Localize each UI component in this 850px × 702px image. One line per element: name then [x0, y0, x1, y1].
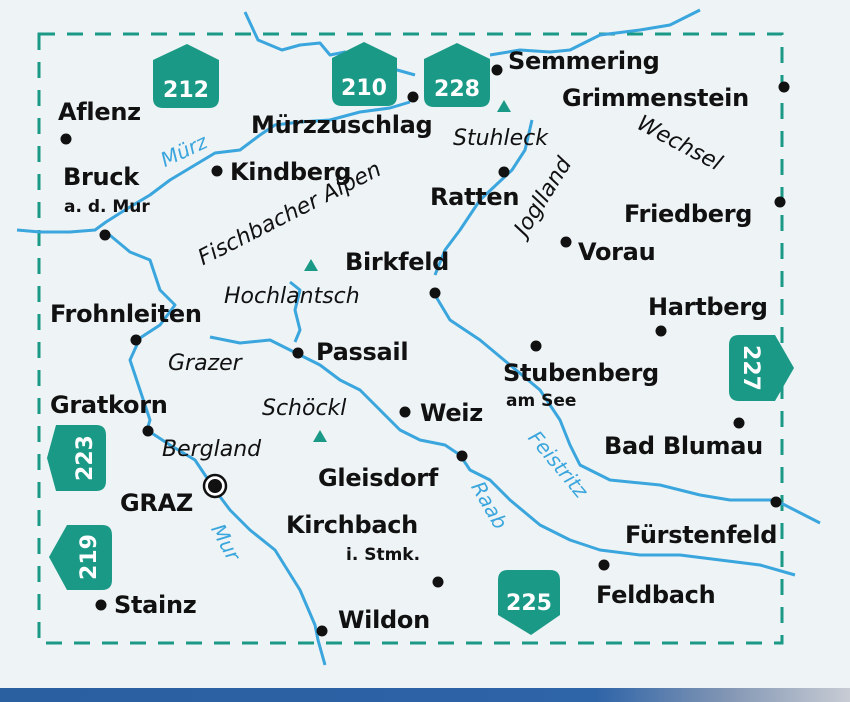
- badge-225[interactable]: 225: [498, 570, 560, 635]
- badge-225-label: 225: [506, 591, 552, 616]
- badge-210[interactable]: 210: [332, 42, 397, 106]
- dot-ratten: [498, 166, 510, 178]
- dot-wildon: [316, 625, 328, 637]
- dot-friedberg: [774, 196, 786, 208]
- region-stuhleck: Stuhleck: [453, 126, 548, 151]
- town-graz: GRAZ: [120, 489, 193, 517]
- town-kirchbach-sub: i. Stmk.: [346, 545, 421, 565]
- town-bad-blumau: Bad Blumau: [604, 432, 763, 460]
- badge-210-label: 210: [341, 76, 387, 101]
- dot-feldbach: [598, 559, 610, 571]
- town-ratten: Ratten: [430, 183, 520, 211]
- badge-228[interactable]: 228: [424, 43, 490, 107]
- town-bruck-sub: a. d. Mur: [64, 197, 150, 217]
- peak-hochlantsch-icon: [304, 259, 318, 271]
- badge-219[interactable]: 219: [49, 525, 112, 590]
- region-schoeckl: Schöckl: [262, 396, 347, 421]
- peak-stuhleck-icon: [497, 100, 511, 112]
- dot-kindberg: [211, 165, 223, 177]
- town-gratkorn: Gratkorn: [50, 391, 168, 419]
- town-feldbach: Feldbach: [596, 581, 716, 609]
- dot-kirchbach: [432, 576, 444, 588]
- town-dots: [60, 64, 790, 637]
- river-ratten: [433, 119, 534, 276]
- town-kirchbach: Kirchbach: [286, 511, 418, 539]
- river-hochlantsch: [289, 280, 302, 343]
- dot-semmering: [491, 64, 503, 76]
- river-feistritz: [433, 294, 821, 525]
- town-gleisdorf: Gleisdorf: [318, 464, 438, 492]
- dot-birkfeld: [429, 287, 441, 299]
- dot-aflenz: [60, 133, 72, 145]
- dot-fuerstenfeld: [770, 496, 782, 508]
- town-hartberg: Hartberg: [648, 293, 768, 321]
- badge-228-label: 228: [434, 77, 480, 102]
- cover-bottom-band: [0, 688, 850, 702]
- town-vorau: Vorau: [578, 238, 656, 266]
- river-mur: [105, 230, 327, 666]
- badge-219-label: 219: [77, 534, 102, 580]
- town-stubenberg: Stubenberg: [503, 359, 659, 387]
- dot-gleisdorf: [456, 450, 468, 462]
- town-muerzzuschlag: Mürzzuschlag: [251, 111, 433, 139]
- town-stainz: Stainz: [114, 591, 197, 619]
- dot-hartberg: [655, 325, 667, 337]
- town-aflenz: Aflenz: [58, 98, 141, 126]
- town-frohnleiten: Frohnleiten: [50, 300, 202, 328]
- town-friedberg: Friedberg: [624, 200, 753, 228]
- dot-weiz: [399, 406, 411, 418]
- town-stubenberg-sub: am See: [506, 391, 577, 411]
- dot-passail: [292, 347, 304, 359]
- town-weiz: Weiz: [420, 399, 483, 427]
- river-semmering: [489, 8, 701, 57]
- dot-bad-blumau: [733, 417, 745, 429]
- dot-frohnleiten: [130, 334, 142, 346]
- dot-bruck: [99, 229, 111, 241]
- town-semmering: Semmering: [508, 47, 660, 75]
- region-bergland: Bergland: [162, 437, 262, 462]
- peak-schoeckl-icon: [313, 430, 327, 442]
- region-hochlantsch: Hochlantsch: [224, 284, 360, 309]
- region-grazer: Grazer: [168, 351, 242, 376]
- town-wildon: Wildon: [338, 606, 430, 634]
- capital-graz-icon: [202, 473, 228, 499]
- town-kindberg: Kindberg: [230, 158, 352, 186]
- town-bruck: Bruck: [63, 163, 139, 191]
- badge-227[interactable]: 227: [729, 335, 794, 401]
- map-frame-dashed-border: [37, 32, 784, 645]
- town-grimmenstein: Grimmenstein: [562, 84, 749, 112]
- badge-223-label: 223: [73, 435, 98, 481]
- town-passail: Passail: [316, 338, 409, 366]
- dot-stainz: [95, 599, 107, 611]
- town-fuerstenfeld: Fürstenfeld: [625, 521, 778, 549]
- badge-223[interactable]: 223: [47, 425, 106, 491]
- badge-227-label: 227: [738, 345, 763, 391]
- dot-grimmenstein: [778, 81, 790, 93]
- badge-212-label: 212: [163, 78, 209, 103]
- dot-gratkorn: [142, 425, 154, 437]
- town-birkfeld: Birkfeld: [345, 248, 450, 276]
- dot-vorau: [560, 236, 572, 248]
- dot-muerzzuschlag: [407, 91, 419, 103]
- river-muerz: [16, 100, 411, 234]
- badge-212[interactable]: 212: [153, 44, 219, 108]
- dot-stubenberg: [530, 340, 542, 352]
- peaks: [304, 100, 511, 442]
